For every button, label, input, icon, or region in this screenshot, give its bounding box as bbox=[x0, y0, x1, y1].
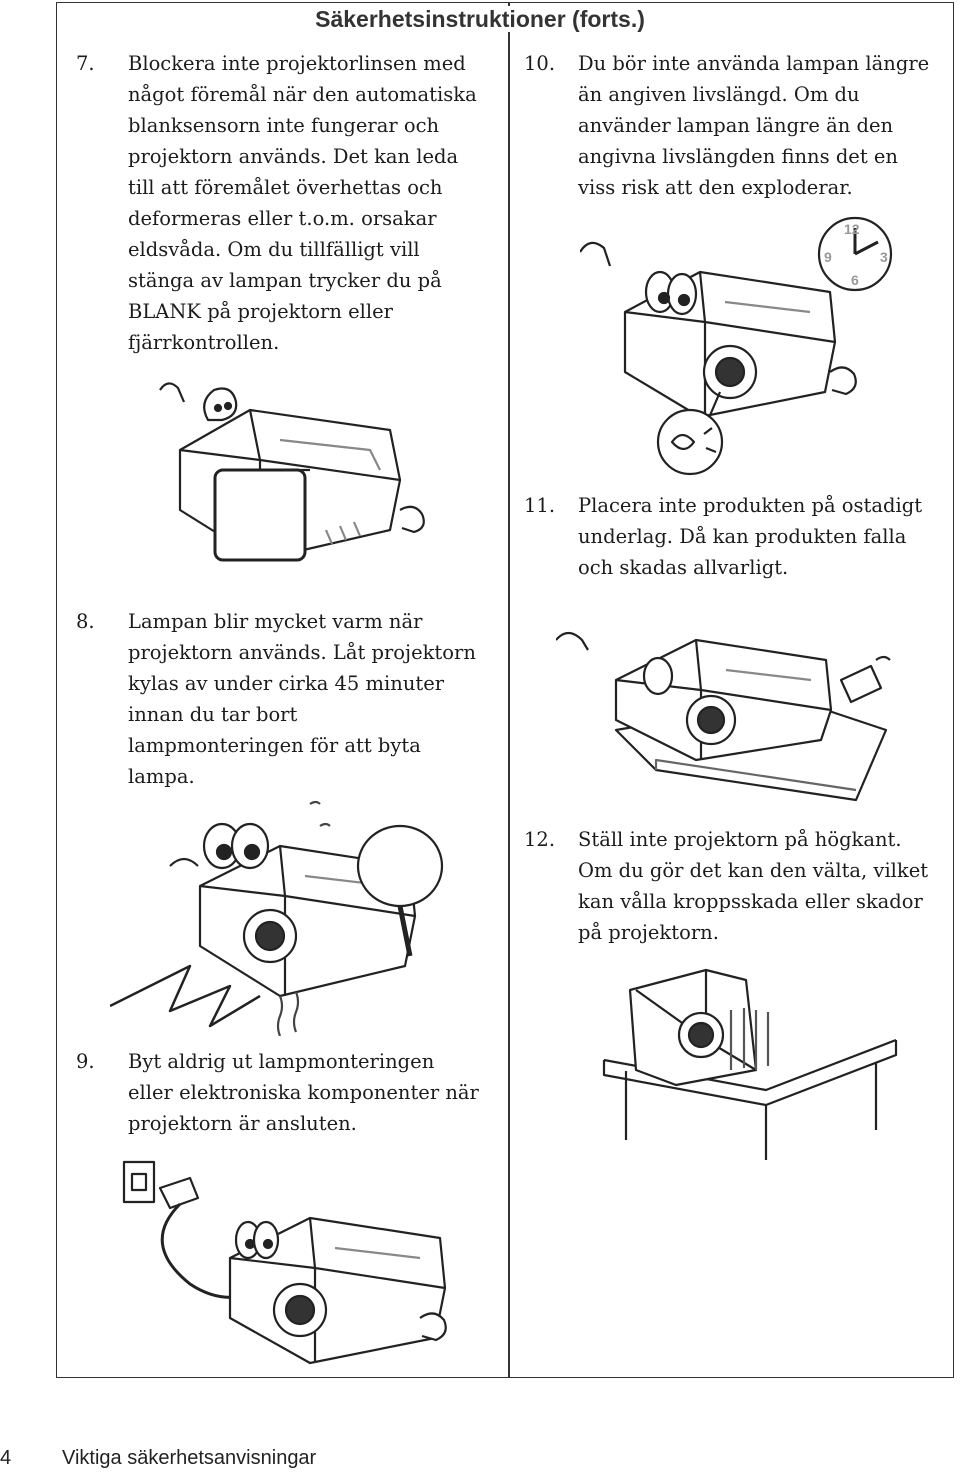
instruction-12: 12. Ställ inte projektorn på högkant. Om… bbox=[524, 824, 944, 954]
instruction-number: 8. bbox=[76, 610, 95, 633]
illustration-hot-projector bbox=[110, 796, 460, 1036]
clock-label-6: 6 bbox=[851, 272, 859, 288]
page-frame bbox=[56, 2, 954, 1378]
instruction-text: Byt aldrig ut lampmonteringen eller elek… bbox=[128, 1050, 479, 1135]
footer-page-number: 4 bbox=[0, 1447, 12, 1469]
illustration-plugged-projector bbox=[120, 1158, 470, 1368]
footer-section-title: Viktiga säkerhetsanvisningar bbox=[62, 1447, 317, 1469]
instruction-9: 9. Byt aldrig ut lampmonteringen eller e… bbox=[76, 1046, 496, 1146]
instruction-11: 11. Placera inte produkten på ostadigt u… bbox=[524, 490, 944, 590]
clock-label-12: 12 bbox=[844, 221, 860, 237]
page-title: Säkerhetsinstruktioner (forts.) bbox=[313, 6, 647, 32]
instruction-text: Lampan blir mycket varm när projektorn a… bbox=[128, 610, 476, 788]
clock-label-9: 9 bbox=[824, 249, 832, 265]
clock-label-3: 3 bbox=[880, 249, 888, 265]
instruction-number: 11. bbox=[524, 494, 556, 517]
instruction-text: Du bör inte använda lampan längre än ang… bbox=[578, 52, 930, 199]
illustration-lamp-lifetime: 12 3 6 9 bbox=[580, 212, 910, 484]
instruction-number: 10. bbox=[524, 52, 556, 75]
instruction-number: 7. bbox=[76, 52, 95, 75]
illustration-blocked-lens bbox=[140, 370, 440, 590]
instruction-text: Ställ inte projektorn på högkant. Om du … bbox=[578, 828, 929, 944]
instruction-8: 8. Lampan blir mycket varm när projektor… bbox=[76, 606, 496, 796]
instruction-10: 10. Du bör inte använda lampan längre än… bbox=[524, 48, 944, 208]
illustration-unstable-surface bbox=[556, 600, 906, 810]
column-divider bbox=[508, 2, 510, 1378]
instruction-number: 9. bbox=[76, 1050, 95, 1073]
illustration-upright-projector bbox=[596, 960, 906, 1160]
instruction-number: 12. bbox=[524, 828, 556, 851]
instruction-text: Blockera inte projektorlinsen med något … bbox=[128, 52, 477, 354]
instruction-text: Placera inte produkten på ostadigt under… bbox=[578, 494, 923, 579]
instruction-7: 7. Blockera inte projektorlinsen med någ… bbox=[76, 48, 496, 368]
